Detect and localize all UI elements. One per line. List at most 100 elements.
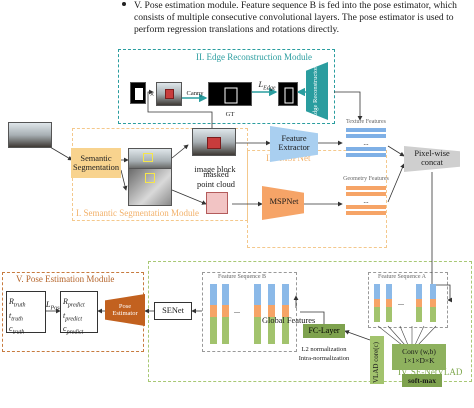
softmax-node: soft-max: [402, 374, 442, 387]
truth-t-subscript: truth: [11, 316, 23, 323]
seq-b-ellipsis: ...: [234, 306, 240, 315]
feature-extractor-label: Feature Extractor: [278, 134, 310, 152]
feature-sequence-a-label: Feature Sequence A: [378, 274, 426, 280]
edge-object-patch: [165, 89, 174, 99]
l2-normalization-label: L2 normalization: [301, 346, 347, 353]
intra-normalization-label: Intra-normalization: [298, 355, 350, 362]
seq-a-column: [430, 284, 436, 322]
netvlad-module-title: IV. SE-NetVLAD: [398, 367, 463, 377]
texture-bar: [346, 128, 386, 132]
seq-a-column: [416, 284, 422, 322]
object-patch: [207, 137, 221, 149]
conv-label-2: 1×1×D×K: [403, 356, 435, 365]
geometry-bar: [346, 211, 386, 215]
intro-line-2: consists of multiple consecutive convolu…: [134, 12, 454, 23]
conv-label-1: Conv (w,b): [402, 347, 436, 356]
edge-reconstruction-module: [118, 49, 335, 124]
texture-ellipsis: ...: [363, 139, 369, 147]
pose-predict-box: Rpredict tpredict cpredict: [60, 291, 98, 336]
seq-b-column: [282, 284, 289, 344]
texture-bar: [346, 153, 386, 157]
gt-label: GT: [225, 111, 235, 118]
pose-estimator-label-2: Estimator: [112, 310, 138, 317]
semantic-segmentation-node: Semantic Segmentation: [71, 148, 121, 178]
global-features-label: Global Features: [262, 316, 316, 325]
vlad-core-node: [370, 336, 384, 384]
truth-c: ctruth: [9, 324, 43, 338]
feature-sequence-b-label: Feature Sequence B: [218, 274, 266, 280]
sem-module-title: I. Semantic Segmentation Module: [76, 208, 199, 218]
l-pose-symbol: L: [45, 300, 51, 309]
mspnet-label: MSPNet: [269, 197, 299, 206]
bullet-icon: [122, 2, 126, 6]
texture-features-label: Texture Features: [345, 119, 387, 125]
seq-a-column: [374, 284, 380, 322]
truth-t-symbol: t: [9, 310, 12, 320]
feature-sequence-b-box: [202, 272, 297, 352]
seq-b-column: [210, 284, 217, 344]
predict-c-subscript: predict: [66, 329, 84, 336]
vlad-core-label: VLAD core(c): [372, 341, 380, 383]
edge-module-title: II. Edge Reconstruction Module: [196, 52, 312, 62]
predict-t-subscript: predict: [65, 316, 83, 323]
predict-t-symbol: t: [63, 310, 66, 320]
intro-line-1: V. Pose estimation module. Feature seque…: [134, 0, 457, 11]
predict-r: Rpredict: [63, 297, 95, 311]
geometry-bar: [346, 192, 386, 196]
predict-c-symbol: c: [63, 324, 67, 334]
texture-bar: [346, 134, 386, 138]
times-sign: ×: [149, 90, 155, 99]
edge-mask: [135, 88, 143, 100]
gt-edge-image: [208, 82, 252, 106]
roi-box: [143, 153, 153, 162]
edge-reconstructor-label: Edge Reconstructor: [312, 66, 319, 118]
reconstructed-edge-image: [278, 82, 298, 106]
truth-r-symbol: R: [9, 297, 14, 306]
texture-feature-stack: ...: [346, 128, 386, 157]
point-cloud-image: [206, 192, 228, 214]
seq-b-column: [254, 284, 261, 344]
concat-label-1: Pixel-wise: [414, 149, 450, 158]
l-pose-label: LPose: [42, 300, 66, 314]
texture-bar: [346, 147, 386, 151]
seq-a-column: [386, 284, 392, 322]
pose-module-title: V. Pose Estimation Module: [16, 274, 115, 284]
truth-r-subscript: truth: [13, 302, 26, 309]
edge-input-image: [130, 82, 146, 104]
roi-box-depth: [145, 173, 155, 183]
l-edge-subscript: Edge: [263, 85, 276, 92]
gt-edge-outline-icon: [224, 87, 238, 104]
pose-estimator-label-1: Pose: [118, 303, 132, 310]
masked-label: masked: [203, 170, 229, 179]
truth-r: Rtruth: [9, 297, 43, 311]
truth-c-subscript: truth: [12, 329, 25, 336]
point-cloud-label: point cloud: [197, 180, 235, 189]
predict-r-subscript: predict: [67, 302, 85, 309]
se-netvlad-module: [148, 261, 472, 382]
image-block-thumbnail: [192, 128, 236, 156]
geometry-bar: [346, 186, 386, 190]
reconstructed-edge-outline-icon: [284, 87, 294, 104]
intro-text: V. Pose estimation module. Feature seque…: [30, 0, 470, 36]
pose-estimator-node: Pose Estimator: [105, 294, 145, 326]
seq-b-column: [268, 284, 275, 344]
seq-b-column: [222, 284, 229, 344]
geometry-feature-stack: ...: [346, 186, 386, 215]
seq-a-ellipsis: ...: [398, 298, 404, 307]
mspnet-node: [262, 186, 304, 220]
geometry-bar: [346, 205, 386, 209]
image-block-label: image block: [194, 165, 236, 174]
geometry-ellipsis: ...: [363, 197, 369, 205]
fc-layer-node: FC-Layer: [303, 324, 345, 338]
predict-r-symbol: R: [63, 297, 68, 306]
truth-c-symbol: c: [9, 324, 13, 334]
canny-label: Canny: [186, 90, 204, 97]
edge-reconstructor-node: [306, 62, 328, 120]
edge-rgb-image: [156, 82, 182, 106]
geometry-features-label: Geometry Features: [343, 176, 389, 182]
predict-t: tpredict: [63, 311, 95, 325]
concat-label-2: concat: [421, 158, 443, 167]
predict-c: cpredict: [63, 324, 95, 338]
pixel-wise-concat-node: Pixel-wise concat: [404, 146, 460, 172]
l-pose-subscript: Pose: [50, 305, 63, 312]
